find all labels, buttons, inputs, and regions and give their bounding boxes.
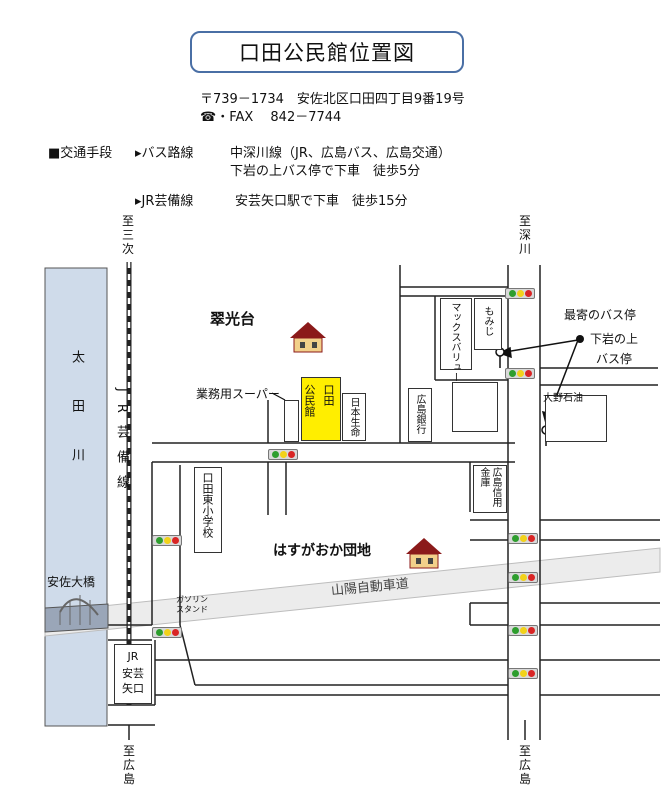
traffic-signal bbox=[508, 533, 538, 544]
hiroshima-ginko-label: 広島銀行 bbox=[414, 394, 425, 434]
kominkan-label: 公民館 bbox=[303, 384, 316, 417]
jr-detail: 安芸矢口駅で下車 徒歩15分 bbox=[235, 194, 408, 209]
nihon-seimei-building bbox=[342, 393, 366, 441]
house-suikodai-icon bbox=[290, 322, 326, 353]
supermarket-building bbox=[284, 400, 299, 442]
road-lines bbox=[108, 265, 660, 740]
map-title: 口田公民館位置図 bbox=[190, 31, 464, 73]
gas-station-label-1: ガソリン bbox=[176, 595, 208, 604]
bus-stop-name-label: 下岩の上 bbox=[590, 332, 639, 346]
suikodai-label: 翠光台 bbox=[210, 310, 256, 328]
to-hiroshima-left-label: 至広島 bbox=[122, 744, 135, 786]
shinyo-label: 広島信用 bbox=[490, 467, 501, 507]
bus-line: 中深川線（JR、広島バス、広島交通） bbox=[230, 146, 451, 161]
gas-station-label-2: スタンド bbox=[176, 605, 208, 614]
bus-stop-suffix-label: バス停 bbox=[596, 352, 633, 366]
station-label-1: JR bbox=[127, 650, 139, 663]
to-miyoshi-label: 至三次 bbox=[121, 214, 134, 256]
traffic-signal bbox=[508, 625, 538, 636]
traffic-signal bbox=[505, 368, 535, 379]
bus-route-label: ▸バス路線 bbox=[135, 146, 194, 161]
nearest-bus-label: 最寄のバス停 bbox=[564, 308, 637, 322]
nihon-seimei-label: 日本生命 bbox=[348, 397, 359, 437]
supermarket-label: 業務用スーパー bbox=[196, 387, 280, 401]
bridge-label: 安佐大橋 bbox=[47, 575, 96, 589]
to-hiroshima-right-label: 至広島 bbox=[518, 744, 531, 786]
river-label: 太田川 bbox=[69, 350, 84, 497]
maxvalu-label: マックスバリュー bbox=[449, 302, 460, 382]
traffic-signal bbox=[268, 449, 298, 460]
traffic-signal bbox=[152, 627, 182, 638]
hiroshima-ginko-building bbox=[408, 388, 432, 442]
momiji-label: もみじ bbox=[482, 306, 493, 336]
address: 〒739－1734 安佐北区口田四丁目9番19号 bbox=[200, 92, 465, 107]
station-label-2: 安芸 bbox=[122, 667, 144, 680]
asa-ohashi-bridge bbox=[44, 595, 109, 633]
oono-block-building bbox=[545, 395, 607, 442]
jr-line-label: JR芸備線 bbox=[114, 388, 129, 500]
phone-fax: ☎・FAX 842－7744 bbox=[200, 110, 342, 125]
traffic-signal bbox=[508, 668, 538, 679]
station-building bbox=[114, 644, 152, 704]
jr-route-label: ▸JR芸備線 bbox=[135, 194, 194, 209]
school-building bbox=[194, 467, 222, 553]
block-building bbox=[452, 382, 498, 432]
to-fukawa-label: 至深川 bbox=[518, 214, 531, 256]
kominkan-building bbox=[301, 377, 341, 441]
traffic-signal bbox=[152, 535, 182, 546]
traffic-signal bbox=[508, 572, 538, 583]
kominkan-mark-label: 口田 bbox=[322, 384, 335, 406]
hasugaoka-label: はすがおか団地 bbox=[273, 543, 371, 559]
momiji-building bbox=[474, 298, 502, 350]
bus-detail: 下岩の上バス停で下車 徒歩5分 bbox=[230, 164, 421, 179]
shinkin-building bbox=[473, 465, 507, 513]
ota-river bbox=[44, 267, 108, 727]
station-label-3: 矢口 bbox=[122, 682, 144, 695]
transport-heading: ■交通手段 bbox=[48, 146, 113, 161]
oono-sekiyu-label: 大野石油 bbox=[543, 393, 583, 404]
maxvalu-building bbox=[440, 298, 472, 370]
school-label: 口田東小学校 bbox=[201, 472, 214, 538]
kinko-label: 金庫 bbox=[478, 467, 489, 487]
traffic-signal bbox=[505, 288, 535, 299]
house-hasugaoka-icon bbox=[406, 538, 442, 569]
